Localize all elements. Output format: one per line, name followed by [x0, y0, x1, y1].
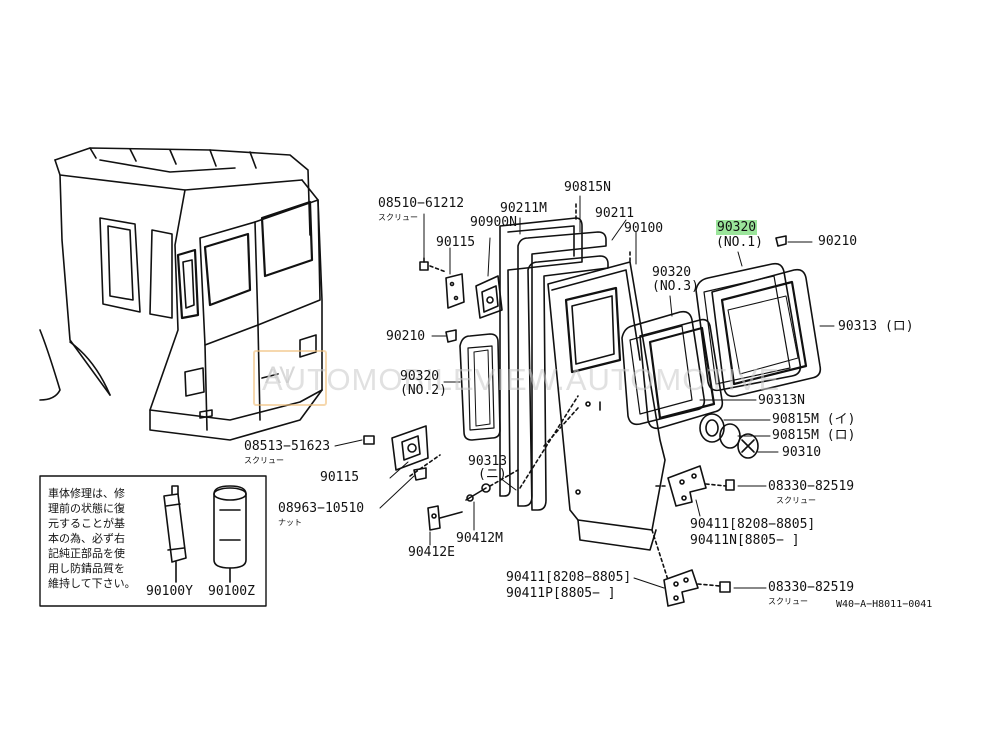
label-08963-10510[interactable]: 08963−10510 — [278, 501, 365, 516]
label-90815m-i[interactable]: 90815M (イ) — [772, 412, 856, 427]
label-90320-no1[interactable]: 90320 — [716, 220, 758, 235]
label-08330-lower-sub: スクリュー — [768, 597, 808, 606]
label-90115-upper[interactable]: 90115 — [436, 235, 476, 250]
note-line: 車体修理は、修 — [48, 487, 125, 500]
label-08330-82519-lower[interactable]: 08330−82519 — [768, 580, 855, 595]
repair-note: 車体修理は、修 理前の状態に復 元することが基 本の為、必ず右 記純正部品を使 … — [48, 486, 160, 591]
highlight-90320: 90320 — [716, 220, 758, 235]
label-90320-no2[interactable]: 90320 — [400, 369, 440, 384]
label-90211m[interactable]: 90211M — [500, 201, 547, 216]
label-90210-right[interactable]: 90210 — [818, 234, 858, 249]
van-illustration — [39, 147, 323, 441]
label-90411-lower[interactable]: 90411[8208−8805] — [506, 570, 632, 585]
label-90411p[interactable]: 90411P[8805− ] — [506, 586, 616, 601]
label-08510-61212[interactable]: 08510−61212 — [378, 196, 465, 211]
note-box — [39, 475, 267, 607]
label-90320-no1-sub: (NO.1) — [716, 235, 763, 250]
note-line: 本の為、必ず右 — [48, 532, 125, 545]
note-line: 理前の状態に復 — [48, 502, 125, 515]
label-08330-82519-upper[interactable]: 08330−82519 — [768, 479, 855, 494]
leader-lines — [334, 195, 835, 589]
label-90313-ro[interactable]: 90313 (ロ) — [838, 319, 914, 334]
watermark-text: AUTOMOBILEVIEW.AUTOMOTIVE — [262, 362, 781, 397]
note-line: 元することが基 — [48, 517, 125, 530]
label-90320-no2-sub: (NO.2) — [400, 383, 447, 398]
label-90100y[interactable]: 90100Y — [146, 584, 193, 599]
label-90320-no3-sub: (NO.3) — [652, 279, 699, 294]
label-90815m-ro[interactable]: 90815M (ロ) — [772, 428, 856, 443]
label-90211[interactable]: 90211 — [595, 206, 635, 221]
windows-right — [621, 235, 822, 607]
diagram-code: W40−A−H8011−0041 — [836, 599, 933, 610]
label-90100[interactable]: 90100 — [624, 221, 664, 236]
label-08510-sub: スクリュー — [378, 213, 418, 222]
watermark-logo: AV — [253, 350, 327, 406]
note-line: 記純正部品を使 — [48, 547, 125, 560]
label-90210-left[interactable]: 90210 — [386, 329, 426, 344]
label-90313-ni[interactable]: 90313 — [468, 454, 508, 469]
label-90313n[interactable]: 90313N — [758, 393, 805, 408]
label-90412e[interactable]: 90412E — [408, 545, 455, 560]
label-08330-upper-sub: スクリュー — [776, 496, 816, 505]
label-90411-upper[interactable]: 90411[8208−8805] — [690, 517, 816, 532]
label-08513-sub: スクリュー — [244, 456, 284, 465]
label-90310[interactable]: 90310 — [782, 445, 822, 460]
note-line: 用し防錆品質を — [48, 562, 125, 575]
label-90100z[interactable]: 90100Z — [208, 584, 255, 599]
label-90411n[interactable]: 90411N[8805− ] — [690, 533, 800, 548]
label-08963-sub: ナット — [278, 518, 302, 527]
label-90115-lower[interactable]: 90115 — [320, 470, 360, 485]
label-08513-51623[interactable]: 08513−51623 — [244, 439, 331, 454]
label-90900n[interactable]: 90900N — [470, 215, 517, 230]
label-90815n[interactable]: 90815N — [564, 180, 611, 195]
note-line: 維持して下さい。 — [48, 577, 136, 590]
label-90313-ni-sub: (ニ) — [478, 467, 507, 482]
door-assembly — [499, 203, 666, 551]
label-90412m[interactable]: 90412M — [456, 531, 503, 546]
label-90320-no3[interactable]: 90320 — [652, 265, 692, 280]
